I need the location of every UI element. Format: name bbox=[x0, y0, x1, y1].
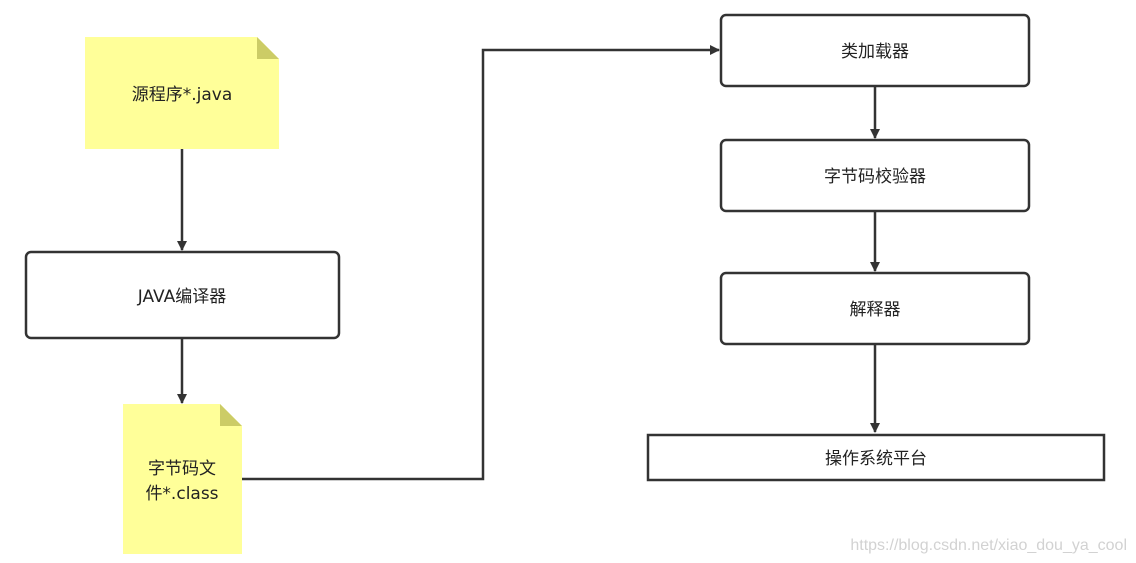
os-platform-label: 操作系统平台 bbox=[825, 449, 927, 469]
class-loader-box: 类加载器 bbox=[719, 13, 1031, 88]
os-platform-box: 操作系统平台 bbox=[646, 433, 1106, 482]
source-file-label: 源程序*.java bbox=[132, 85, 233, 105]
compiler-box: JAVA编译器 bbox=[24, 250, 341, 340]
bytecode-file-label-line2: 件*.class bbox=[145, 484, 218, 504]
watermark-url: https://blog.csdn.net/xiao_dou_ya_cool bbox=[850, 537, 1127, 554]
arrow-bytecode-to-loader bbox=[242, 45, 720, 481]
bytecode-verifier-label: 字节码校验器 bbox=[824, 167, 926, 187]
bytecode-file-note: 字节码文 件*.class bbox=[123, 404, 242, 554]
source-file-note: 源程序*.java bbox=[85, 37, 279, 149]
class-loader-label: 类加载器 bbox=[841, 42, 909, 62]
bytecode-verifier-box: 字节码校验器 bbox=[719, 138, 1031, 213]
bytecode-file-label-line1: 字节码文 bbox=[148, 459, 216, 479]
compiler-label: JAVA编译器 bbox=[137, 287, 226, 307]
interpreter-box: 解释器 bbox=[719, 271, 1031, 346]
interpreter-label: 解释器 bbox=[850, 300, 901, 320]
